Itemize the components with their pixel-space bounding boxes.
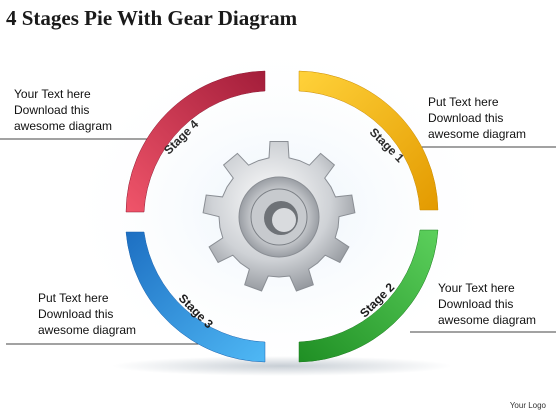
- logo-text: Your Logo: [509, 401, 546, 410]
- page-title: 4 Stages Pie With Gear Diagram: [6, 6, 298, 30]
- gear-icon: [202, 141, 356, 292]
- segment-stage-1: [298, 70, 439, 211]
- segment-stage-4: [125, 70, 266, 213]
- note-bottom-right: Your Text here Download this awesome dia…: [438, 281, 537, 327]
- gear-hub-highlight: [272, 208, 296, 232]
- note-top-left: Your Text here Download this awesome dia…: [14, 87, 113, 133]
- floor-shadow: [112, 356, 452, 376]
- segment-stage-2: [298, 229, 439, 363]
- note-bottom-left: Put Text here Download this awesome diag…: [38, 291, 137, 337]
- note-top-right: Put Text here Download this awesome diag…: [428, 95, 527, 141]
